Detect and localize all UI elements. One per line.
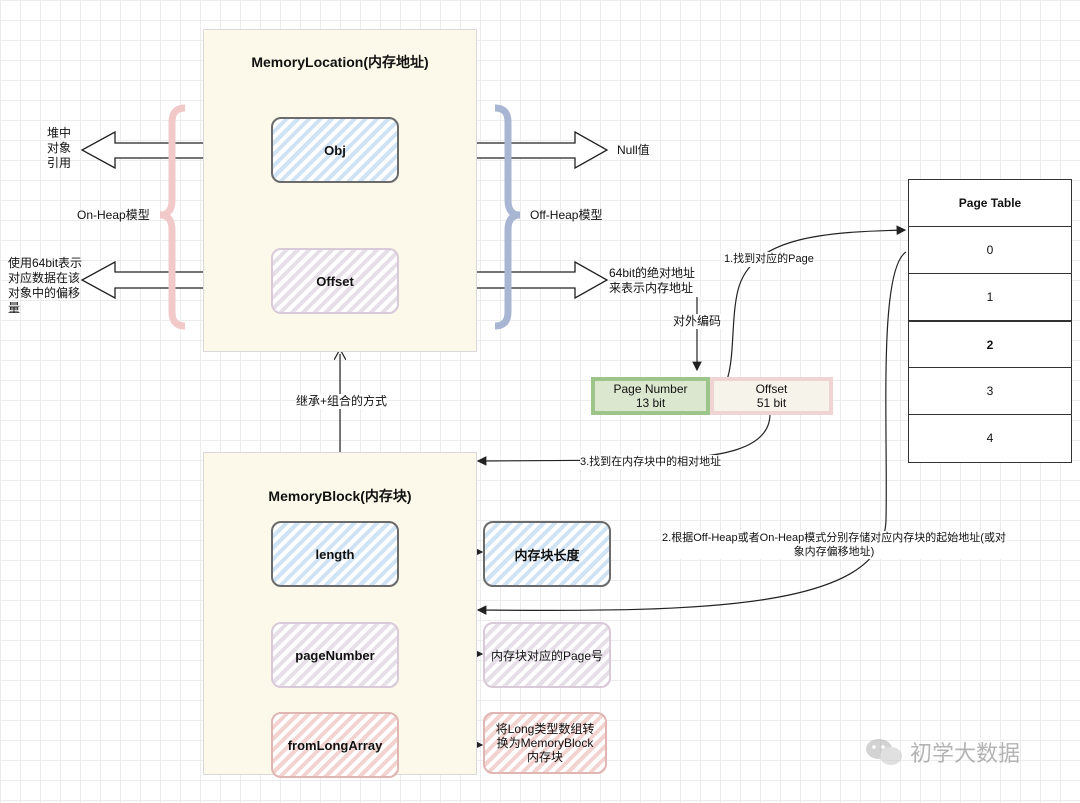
page-row-label: 4: [986, 431, 994, 445]
from-long-array-description: 将Long类型数组转换为MemoryBlock内存块: [483, 712, 607, 774]
obj-node: Obj: [271, 117, 399, 183]
on-heap-label: On-Heap模型: [77, 208, 150, 222]
page-row-label: 0: [986, 243, 994, 257]
memory-location-box: MemoryLocation(内存地址): [203, 29, 477, 352]
page-number-bits: 13 bit: [635, 396, 666, 410]
offset-bits-count: 51 bit: [756, 396, 787, 410]
obj-offheap-target: Null值: [617, 143, 650, 157]
offset-bits-box: Offset 51 bit: [710, 377, 833, 415]
page-number-name: Page Number: [613, 382, 688, 396]
offset-bits-name: Offset: [755, 382, 788, 396]
memory-location-title: MemoryLocation(内存地址): [251, 54, 429, 70]
length-field: length: [271, 521, 399, 587]
offset-onheap-target: 使用64bit表示对应数据在该对象中的偏移量: [8, 256, 83, 315]
encoding-label: 对外编码: [673, 314, 722, 329]
off-heap-label: Off-Heap模型: [530, 208, 603, 222]
length-description-text: 内存块长度: [514, 547, 580, 563]
page-row: 4: [909, 414, 1071, 461]
page-row-highlighted: 2: [909, 320, 1071, 368]
memory-block-title: MemoryBlock(内存块): [268, 488, 412, 504]
wechat-icon: [866, 739, 902, 765]
page-number-description-text: 内存块对应的Page号: [490, 648, 604, 663]
from-long-array-label: fromLongArray: [287, 737, 383, 753]
page-number-label: pageNumber: [295, 647, 375, 663]
step2-label: 2.根据Off-Heap或者On-Heap模式分别存储对应内存块的起始地址(或对…: [662, 531, 1006, 559]
step1-label: 1.找到对应的Page: [724, 252, 814, 267]
page-row: 1: [909, 273, 1071, 320]
page-row-label: 1: [986, 290, 994, 304]
inheritance-label: 继承+组合的方式: [296, 394, 388, 409]
page-row-label: 2: [986, 338, 994, 352]
watermark: 初学大数据: [864, 736, 1020, 768]
watermark-text: 初学大数据: [910, 741, 1021, 766]
page-row-label: 3: [986, 384, 994, 398]
obj-label: Obj: [324, 142, 346, 158]
offset-label: Offset: [316, 273, 354, 289]
offset-node: Offset: [271, 248, 399, 314]
step3-label: 3.找到在内存块中的相对地址: [580, 455, 722, 470]
page-number-box: Page Number 13 bit: [591, 377, 710, 415]
from-long-array-field: fromLongArray: [271, 712, 399, 778]
page-table: Page Table 0 1 2 3 4: [908, 179, 1072, 463]
page-table-title: Page Table: [958, 196, 1022, 210]
page-number-field: pageNumber: [271, 622, 399, 688]
on-heap-brace: [159, 104, 186, 330]
off-heap-brace: [494, 104, 521, 330]
page-row: 3: [909, 367, 1071, 414]
obj-onheap-target: 堆中对象引用: [47, 126, 72, 170]
length-description: 内存块长度: [483, 521, 611, 587]
offset-offheap-target: 64bit的绝对地址来表示内存地址: [609, 266, 696, 295]
length-label: length: [315, 546, 355, 562]
page-number-description: 内存块对应的Page号: [483, 622, 611, 688]
page-row: 0: [909, 226, 1071, 273]
from-long-array-description-text: 将Long类型数组转换为MemoryBlock内存块: [495, 722, 595, 764]
